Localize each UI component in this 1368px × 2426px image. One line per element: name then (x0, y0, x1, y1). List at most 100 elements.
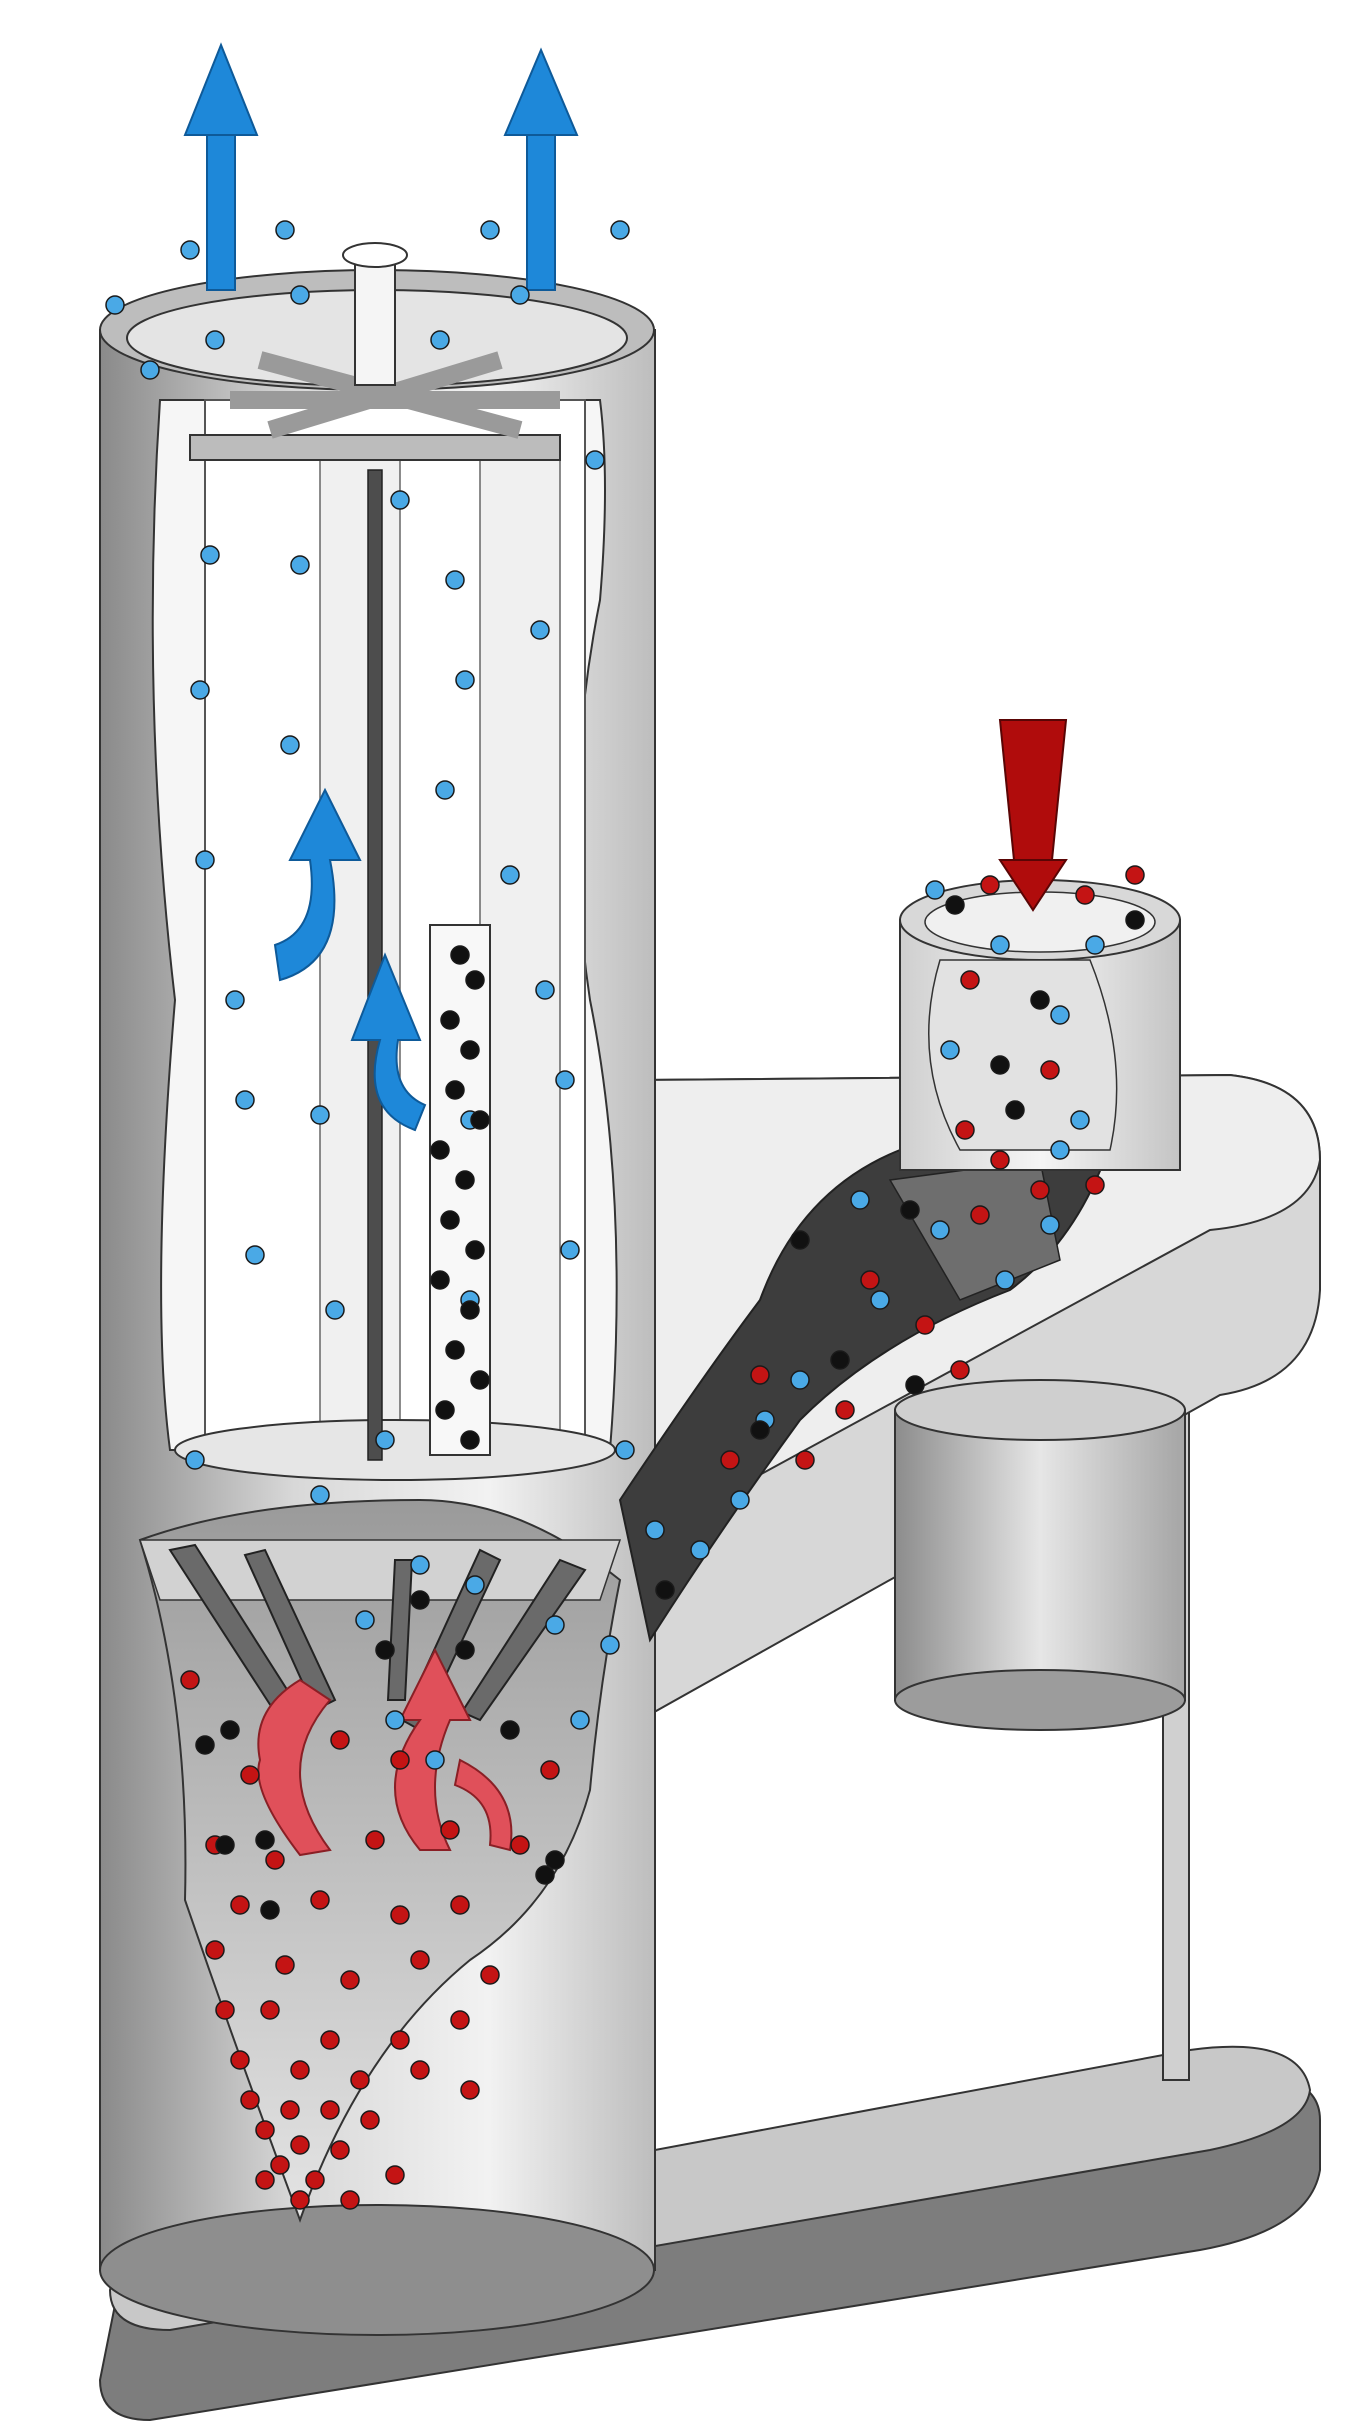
light-particle (290, 285, 310, 305)
light-particle (355, 1610, 375, 1630)
down-arrow-icon (998, 719, 1068, 912)
light-particle (615, 1440, 635, 1460)
heavy-particle (255, 1830, 275, 1850)
light-particle (140, 360, 160, 380)
heavy-particle (790, 1230, 810, 1250)
medium-particle (960, 970, 980, 990)
medium-particle (275, 1955, 295, 1975)
curved-arrow-icon (394, 1647, 472, 1851)
light-particle (850, 1190, 870, 1210)
medium-particle (970, 1205, 990, 1225)
light-particle (790, 1370, 810, 1390)
medium-particle (265, 1850, 285, 1870)
light-particle (1070, 1110, 1090, 1130)
particles (105, 220, 1145, 2210)
medium-particle (1030, 1180, 1050, 1200)
light-particle (480, 220, 500, 240)
medium-particle (915, 1315, 935, 1335)
medium-particle (320, 2100, 340, 2120)
medium-particle (980, 875, 1000, 895)
heavy-particle (440, 1210, 460, 1230)
heavy-particle (435, 1400, 455, 1420)
light-particle (730, 1490, 750, 1510)
heavy-particle (1005, 1100, 1025, 1120)
light-particle (990, 935, 1010, 955)
light-particle (180, 240, 200, 260)
heavy-particle (260, 1900, 280, 1920)
medium-particle (860, 1270, 880, 1290)
medium-particle (450, 1895, 470, 1915)
light-particle (930, 1220, 950, 1240)
medium-particle (990, 1150, 1010, 1170)
light-particle (200, 545, 220, 565)
medium-particle (330, 1730, 350, 1750)
heavy-particle (830, 1350, 850, 1370)
light-particle (530, 620, 550, 640)
medium-particle (1040, 1060, 1060, 1080)
light-particle (610, 220, 630, 240)
light-particle (425, 1750, 445, 1770)
heavy-particle (1125, 910, 1145, 930)
light-particle (555, 1070, 575, 1090)
light-particle (585, 450, 605, 470)
light-particle (940, 1040, 960, 1060)
heavy-particle (450, 945, 470, 965)
medium-particle (750, 1365, 770, 1385)
medium-particle (350, 2070, 370, 2090)
medium-particle (320, 2030, 340, 2050)
feed-hopper (899, 879, 1181, 1171)
medium-particle (795, 1450, 815, 1470)
heavy-particle (465, 970, 485, 990)
heavy-particle (220, 1720, 240, 1740)
medium-particle (390, 1905, 410, 1925)
heavy-particle (375, 1640, 395, 1660)
medium-particle (205, 1940, 225, 1960)
medium-particle (955, 1120, 975, 1140)
heavy-particle (750, 1420, 770, 1440)
light-particle (690, 1540, 710, 1560)
medium-particle (390, 1750, 410, 1770)
medium-particle (230, 1895, 250, 1915)
heavy-particle (990, 1055, 1010, 1075)
heavy-particle (470, 1370, 490, 1390)
curved-arrow-icon (350, 952, 427, 1132)
classifier-chamber-cutaway (151, 399, 618, 1481)
medium-particle (410, 1950, 430, 1970)
medium-particle (385, 2165, 405, 2185)
heavy-particle (440, 1010, 460, 1030)
heavy-particle (460, 1430, 480, 1450)
medium-particle (1125, 865, 1145, 885)
light-particle (600, 1635, 620, 1655)
medium-particle (950, 1360, 970, 1380)
medium-particle (480, 1965, 500, 1985)
light-particle (385, 1710, 405, 1730)
heavy-particle (945, 895, 965, 915)
light-particle (435, 780, 455, 800)
light-particle (645, 1520, 665, 1540)
medium-particle (255, 2120, 275, 2140)
light-particle (390, 490, 410, 510)
heavy-particle (445, 1080, 465, 1100)
heavy-particle (1030, 990, 1050, 1010)
light-particle (500, 865, 520, 885)
heavy-particle (655, 1580, 675, 1600)
heavy-particle (465, 1240, 485, 1260)
light-particle (870, 1290, 890, 1310)
light-particle (375, 1430, 395, 1450)
heavy-particle (545, 1850, 565, 1870)
rotor-blades (168, 1543, 587, 1732)
light-particle (465, 1575, 485, 1595)
medium-particle (305, 2170, 325, 2190)
medium-particle (340, 2190, 360, 2210)
medium-particle (280, 2100, 300, 2120)
medium-particle (260, 2000, 280, 2020)
heavy-particle (410, 1590, 430, 1610)
medium-particle (290, 2190, 310, 2210)
medium-particle (540, 1760, 560, 1780)
light-particle (570, 1710, 590, 1730)
light-particle (310, 1105, 330, 1125)
light-particle (245, 1245, 265, 1265)
heavy-particle (460, 1040, 480, 1060)
medium-particle (360, 2110, 380, 2130)
heavy-particle (430, 1140, 450, 1160)
